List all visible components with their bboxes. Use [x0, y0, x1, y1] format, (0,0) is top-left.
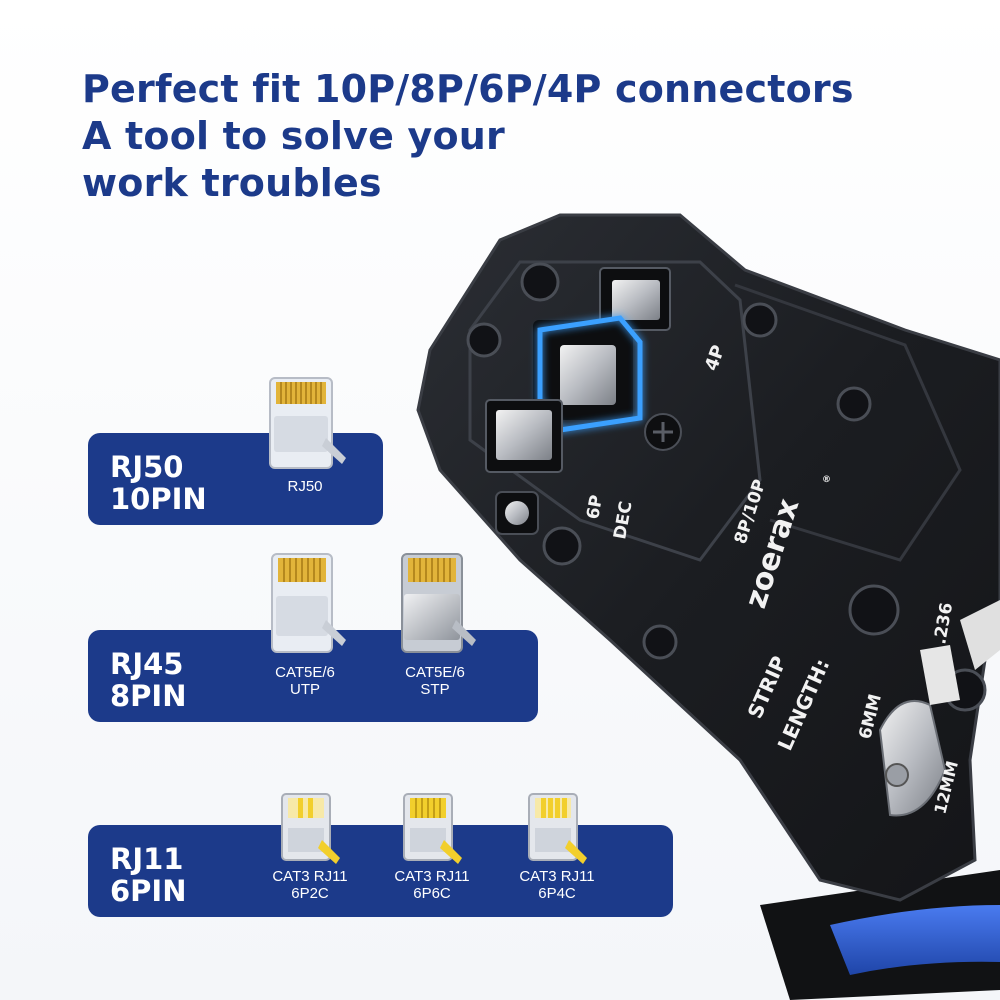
- rj11-6p4c-caption-1: CAT3 RJ11: [519, 868, 595, 885]
- strip-blade: [878, 600, 1000, 817]
- rj11-6p4c-caption-2: 6P4C: [538, 885, 576, 902]
- rj11-6p4c-connector-image: [528, 793, 587, 864]
- rj45-title-line-2: 8PIN: [110, 679, 187, 713]
- rj45-utp-connector-image: [271, 553, 346, 653]
- label-6p: 6P: [583, 493, 607, 520]
- rj45-title-line-1: RJ45: [110, 647, 184, 681]
- rj11-6p6c-caption-1: CAT3 RJ11: [394, 868, 470, 885]
- rj45-utp-caption-2: UTP: [290, 681, 320, 698]
- rj11-title: RJ11 6PIN: [110, 843, 187, 907]
- 8p-10p-die: [533, 315, 643, 433]
- center-screw: [644, 413, 682, 451]
- rj45-utp-connector: CAT5E/6 UTP: [250, 544, 360, 698]
- rj50-title: RJ50 10PIN: [110, 451, 207, 515]
- rj11-6p2c-caption-2: 6P2C: [291, 885, 329, 902]
- rj11-title-line-1: RJ11: [110, 842, 184, 876]
- set-screw: [495, 491, 539, 535]
- rj50-connector: RJ50: [255, 368, 355, 495]
- rj45-stp-caption-2: STP: [420, 681, 450, 698]
- rj45-stp-caption-1: CAT5E/6: [405, 664, 465, 681]
- headline-line-2: A tool to solve your: [82, 114, 505, 158]
- rj11-6p2c-connector: CAT3 RJ11 6P2C: [258, 788, 362, 902]
- 6p-die: [485, 399, 563, 473]
- rj11-6p2c-connector-image: [281, 793, 340, 864]
- rj45-stp-connector-image: [401, 553, 476, 653]
- headline-line-3: work troubles: [82, 161, 382, 205]
- rj11-6p6c-caption-2: 6P6C: [413, 885, 451, 902]
- headline-line-1: Perfect fit 10P/8P/6P/4P connectors: [82, 67, 854, 111]
- registered-mark: ®: [822, 475, 831, 485]
- rj50-connector-caption: RJ50: [287, 478, 323, 495]
- rj50-title-line-1: RJ50: [110, 450, 184, 484]
- rj50-connector-image: [269, 377, 346, 469]
- rj11-6p6c-connector-image: [403, 793, 462, 864]
- rj45-title: RJ45 8PIN: [110, 648, 187, 712]
- rj45-utp-caption-1: CAT5E/6: [275, 664, 335, 681]
- rj11-6p6c-connector: CAT3 RJ11 6P6C: [380, 788, 484, 902]
- 4p-die: [599, 267, 671, 331]
- headline: Perfect fit 10P/8P/6P/4P connectors A to…: [82, 66, 854, 207]
- tool-handle-grip: [830, 905, 1000, 975]
- rj11-6p2c-caption-1: CAT3 RJ11: [272, 868, 348, 885]
- rj50-title-line-2: 10PIN: [110, 482, 207, 516]
- rj11-title-line-2: 6PIN: [110, 874, 187, 908]
- rj11-6p4c-connector: CAT3 RJ11 6P4C: [505, 788, 609, 902]
- rj45-stp-connector: CAT5E/6 STP: [380, 544, 490, 698]
